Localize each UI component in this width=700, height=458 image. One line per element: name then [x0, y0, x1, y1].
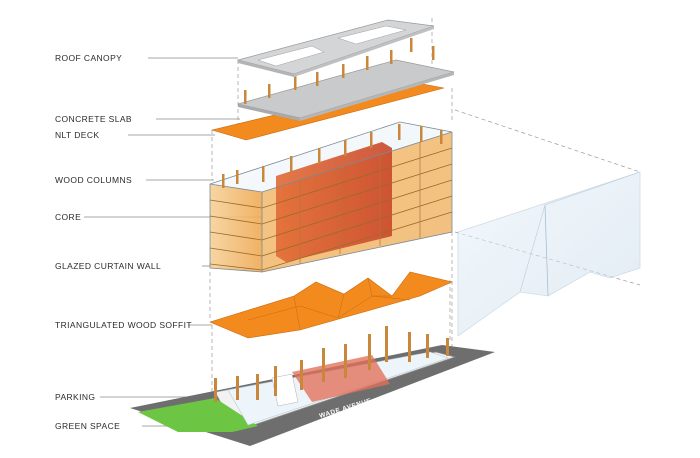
label-green-space: GREEN SPACE — [55, 421, 121, 431]
green-space-area — [138, 398, 258, 432]
neighbor-building — [457, 171, 641, 337]
building-volume — [209, 121, 453, 273]
label-concrete-slab: CONCRETE SLAB — [55, 114, 132, 124]
ground-level: WADE AVENUE — [130, 345, 495, 446]
label-triangulated-wood-soffit: TRIANGULATED WOOD SOFFIT — [55, 320, 192, 330]
label-wood-columns: WOOD COLUMNS — [55, 175, 133, 185]
triangulated-wood-soffit — [209, 271, 453, 339]
roof-canopy — [236, 19, 435, 77]
label-core: CORE — [55, 212, 82, 222]
parking-columns — [214, 326, 449, 402]
label-glazed-curtain-wall: GLAZED CURTAIN WALL — [55, 261, 162, 271]
core-block — [276, 142, 392, 262]
floors-side-face — [210, 184, 262, 272]
parking-core-block — [292, 355, 390, 402]
concrete-slab — [237, 59, 455, 121]
label-nlt-deck: NLT DECK — [55, 130, 100, 140]
wood-columns — [222, 124, 443, 188]
label-roof-canopy: ROOF CANOPY — [55, 53, 123, 63]
label-parking: PARKING — [55, 392, 96, 402]
upper-columns — [244, 38, 435, 104]
